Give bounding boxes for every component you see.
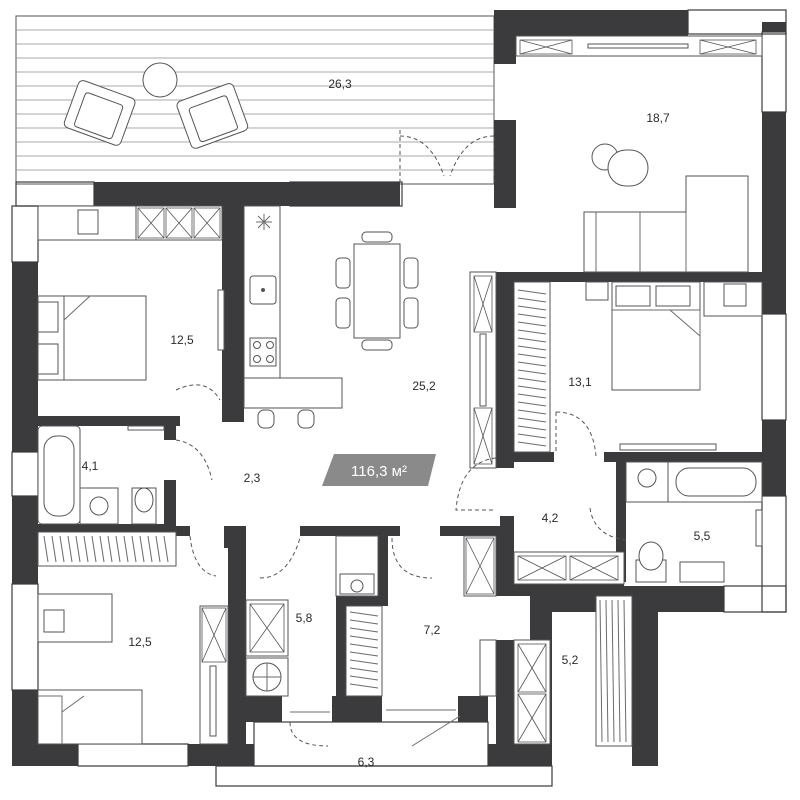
area-living: 18,7: [646, 111, 670, 125]
total-area: 116,3 м²: [351, 463, 407, 480]
living-furniture: [399, 35, 763, 273]
hatch-line: [517, 369, 547, 375]
hatch-line: [75, 535, 81, 563]
hatch-line: [623, 599, 627, 743]
area-balcony: 6,3: [358, 755, 375, 769]
lounge-chair: [63, 80, 136, 146]
hatch-line: [517, 425, 547, 431]
hatch-line: [517, 297, 547, 303]
hatch-line: [517, 329, 547, 335]
area-bedroom-nw: 12,5: [170, 333, 194, 347]
hatch-line: [349, 619, 379, 625]
hatch-line: [91, 535, 97, 563]
total-area-badge: 116,3 м²: [322, 454, 436, 486]
laundry-fixtures: [245, 535, 383, 697]
area-terrace: 26,3: [328, 77, 352, 91]
kitchen-furniture: [243, 205, 497, 469]
hatch-line: [517, 377, 547, 383]
hatch-line: [517, 385, 547, 391]
hatch-line: [349, 683, 379, 689]
area-labels: 26,3 18,7 12,5 13,1 25,2 4,1 2,3 4,2 5,5…: [82, 77, 711, 769]
bedroom-ne-furniture: [513, 281, 763, 457]
hatch-line: [131, 535, 137, 563]
hatch-line: [517, 433, 547, 439]
area-hall: 2,3: [244, 471, 261, 485]
hatch-line: [517, 305, 547, 311]
hatch-line: [349, 667, 379, 673]
hatch-line: [605, 599, 609, 743]
hatch-line: [349, 651, 379, 657]
lounge-chair: [176, 83, 249, 149]
hatch-line: [59, 535, 65, 563]
hatch-line: [517, 401, 547, 407]
hatch-line: [517, 361, 547, 367]
hatch-line: [123, 535, 129, 563]
bedroom-sw-furniture: [37, 531, 229, 745]
area-corridor-e: 4,2: [542, 511, 559, 525]
hatch-line: [517, 393, 547, 399]
hall-doors: [175, 384, 497, 579]
hatch-line: [349, 635, 379, 641]
corridor-closet: [463, 535, 625, 597]
hatch-line: [349, 659, 379, 665]
hatch-line: [349, 627, 379, 633]
hatch-line: [517, 337, 547, 343]
hatch-line: [349, 643, 379, 649]
entry-fixtures: [289, 595, 633, 747]
hatch-line: [163, 535, 169, 563]
hatch-line: [517, 313, 547, 319]
hatch-line: [517, 417, 547, 423]
area-laundry: 5,8: [296, 611, 313, 625]
terrace-deck: [15, 15, 495, 185]
hatch-line: [517, 321, 547, 327]
interior-walls: [38, 206, 762, 744]
hatch-line: [51, 535, 57, 563]
area-closet: 5,2: [562, 653, 579, 667]
hatch-line: [517, 289, 547, 295]
hatch-line: [517, 353, 547, 359]
hatch-line: [517, 345, 547, 351]
area-bath-w: 4,1: [82, 459, 99, 473]
area-bedroom-sw: 12,5: [128, 635, 152, 649]
hatch-line: [43, 535, 49, 563]
hatch-line: [611, 599, 615, 743]
hatch-line: [617, 599, 621, 743]
area-bath-e: 5,5: [694, 529, 711, 543]
hatch-line: [599, 599, 603, 743]
hatch-line: [517, 441, 547, 447]
hatch-line: [67, 535, 73, 563]
hatch-line: [115, 535, 121, 563]
area-bedroom-ne: 13,1: [568, 375, 592, 389]
hatch-line: [139, 535, 145, 563]
hatch-line: [155, 535, 161, 563]
bath-w-fixtures: [37, 425, 213, 525]
hatch-line: [517, 409, 547, 415]
hatch-line: [349, 675, 379, 681]
hatch-line: [107, 535, 113, 563]
hatch-line: [349, 611, 379, 617]
bath-e-fixtures: [589, 461, 763, 583]
area-entry: 7,2: [424, 623, 441, 637]
terrace-table: [142, 62, 178, 98]
hatch-line: [99, 535, 105, 563]
area-kitchen-dining: 25,2: [412, 379, 436, 393]
bedroom-nw-furniture: [37, 205, 225, 381]
hatch-line: [83, 535, 89, 563]
hatch-line: [147, 535, 153, 563]
